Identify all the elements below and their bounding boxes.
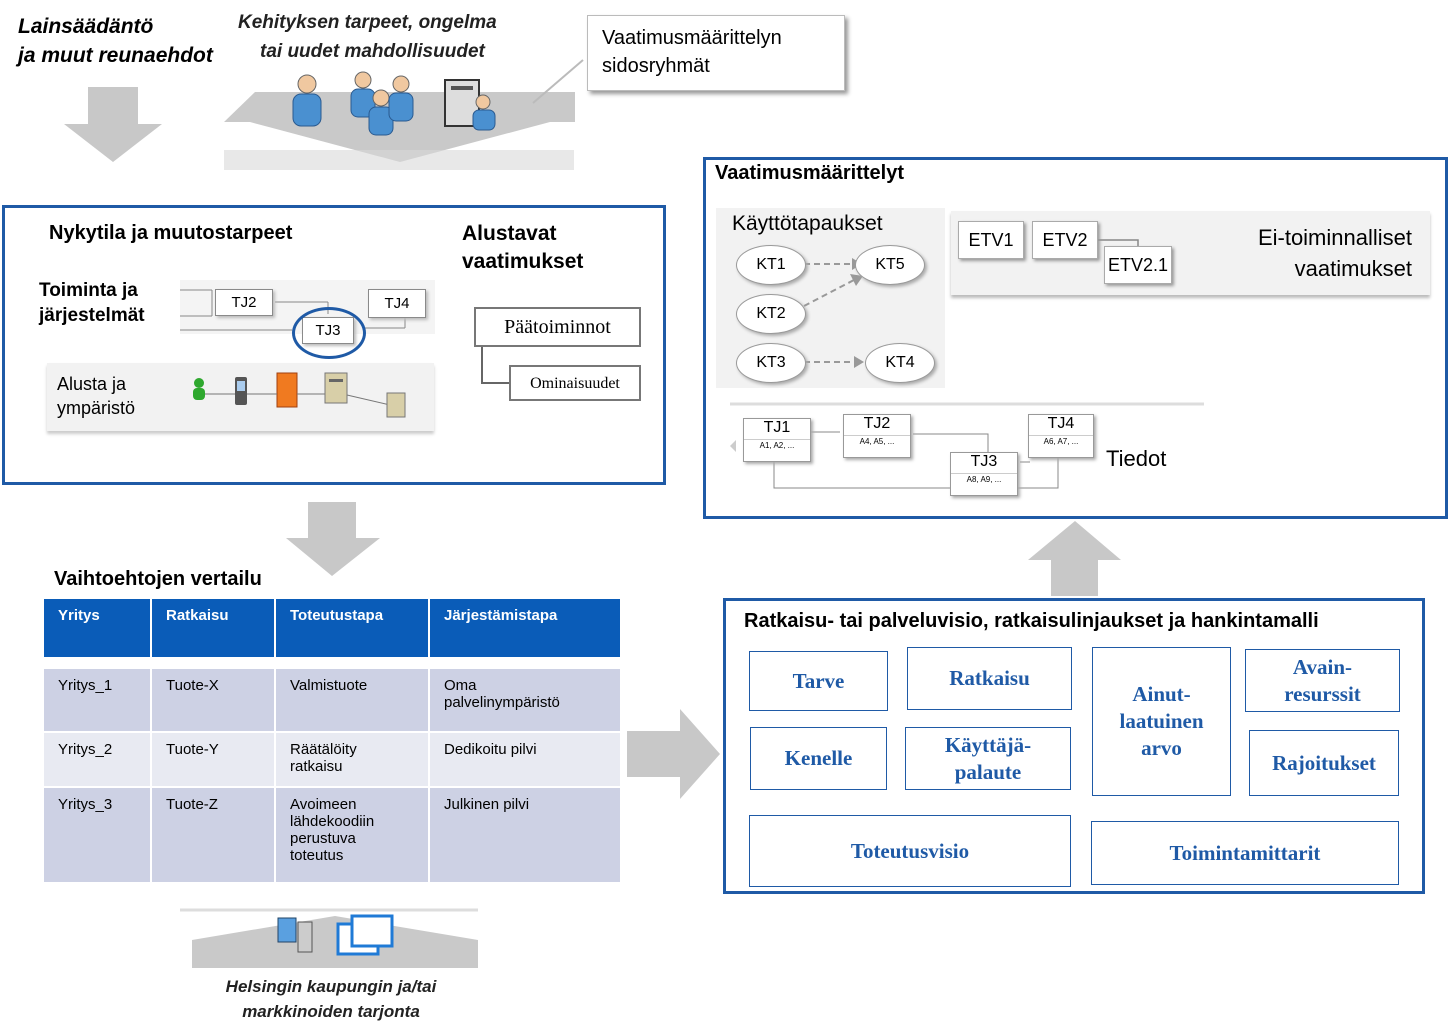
firewall-icon — [276, 372, 298, 408]
vision-kenelle: Kenelle — [750, 727, 887, 790]
table-row: Yritys_2 Tuote-Y Räätälöity ratkaisu Ded… — [42, 731, 622, 788]
server-icon — [324, 372, 348, 404]
etv2-box: ETV2 — [1032, 221, 1098, 259]
use-case-arrows — [803, 258, 864, 368]
nonfunctional-line-2: vaatimukset — [1294, 256, 1412, 281]
platform-icons — [193, 372, 406, 418]
comparison-table: Yritys Ratkaisu Toteutustapa Järjestämis… — [42, 597, 622, 884]
table-row: Yritys_3 Tuote-Z Avoimeen lähdekoodiin p… — [42, 786, 622, 884]
needs-line-1: Kehityksen tarpeet, ongelma — [238, 12, 497, 33]
use-case-kt4: KT4 — [865, 343, 935, 383]
tj2-box: TJ2 — [215, 289, 273, 316]
down-arrow-legislation — [64, 87, 162, 162]
comparison-header-row: Yritys Ratkaisu Toteutustapa Järjestämis… — [42, 597, 622, 659]
data-label: Tiedot — [1106, 446, 1167, 471]
tj4-box: TJ4 — [368, 289, 426, 318]
offering-platform-arrow — [192, 916, 478, 968]
vision-ainutlaatuinen-arvo: Ainut- laatuinen arvo — [1092, 647, 1231, 796]
comparison-title: Vaihtoehtojen vertailu — [54, 568, 262, 590]
main-functions-box: Päätoiminnot — [474, 307, 641, 347]
current-state-title: Nykytila ja muutostarpeet — [49, 222, 293, 244]
cell-solution: Tuote-Z — [150, 786, 276, 884]
legislation-label: Lainsäädäntö ja muut reunaehdot — [18, 12, 213, 70]
vision-tarve: Tarve — [749, 651, 888, 711]
stakeholder-people-icons — [292, 71, 496, 136]
requirements-title: Vaatimusmäärittelyt — [715, 162, 904, 184]
platform-line-2: ympäristö — [57, 398, 136, 418]
group-people-icon — [350, 71, 414, 136]
stakeholders-line-1: Vaatimusmäärittelyn — [602, 27, 782, 49]
cell-implementation: Avoimeen lähdekoodiin perustuva toteutus — [274, 786, 430, 884]
cell-company: Yritys_2 — [42, 731, 152, 788]
use-case-kt3: KT3 — [736, 343, 806, 383]
etv1-box: ETV1 — [958, 221, 1024, 259]
cell-solution: Tuote-Y — [150, 731, 276, 788]
needs-line-2: tai uudet mahdollisuudet — [260, 41, 485, 62]
vision-toimintamittarit: Toimintamittarit — [1091, 821, 1399, 885]
nonfunctional-panel — [951, 211, 1430, 295]
vision-title: Ratkaisu- tai palveluvisio, ratkaisulinj… — [744, 610, 1319, 632]
vision-toteutusvisio: Toteutusvisio — [749, 815, 1071, 887]
table-row: Yritys_1 Tuote-X Valmistuote Oma palveli… — [42, 667, 622, 733]
offering-label: Helsingin kaupungin ja/tai markkinoiden … — [216, 974, 446, 1024]
use-case-kt1: KT1 — [736, 245, 806, 285]
stakeholders-box: Vaatimusmäärittelyn sidosryhmät — [587, 15, 845, 91]
person-icon-1 — [292, 74, 322, 127]
cell-arrangement: Oma palvelinympäristö — [428, 667, 622, 733]
cell-implementation: Räätälöity ratkaisu — [274, 731, 430, 788]
stakeholders-line-2: sidosryhmät — [602, 55, 710, 77]
cell-arrangement: Julkinen pilvi — [428, 786, 622, 884]
cell-solution: Tuote-X — [150, 667, 276, 733]
vision-kayttajapalaute: Käyttäjä- palaute — [905, 727, 1071, 790]
cell-arrangement: Dedikoitu pilvi — [428, 731, 622, 788]
needs-label: Kehityksen tarpeet, ongelma tai uudet ma… — [238, 8, 497, 66]
header-ratkaisu: Ratkaisu — [150, 597, 276, 659]
cell-implementation: Valmistuote — [274, 667, 430, 733]
right-arrow-vision — [627, 709, 720, 799]
prelim-line-2: vaatimukset — [462, 250, 584, 273]
user-icon — [193, 378, 205, 400]
platform-label: Alusta ja ympäristö — [57, 372, 135, 420]
header-toteutustapa: Toteutustapa — [274, 597, 430, 659]
prelim-connector — [481, 345, 510, 384]
header-jarjestamistapa: Järjestämistapa — [428, 597, 622, 659]
etv21-box: ETV2.1 — [1104, 246, 1172, 284]
phone-icon — [235, 377, 247, 405]
use-case-kt5: KT5 — [855, 245, 925, 285]
offering-line-1: Helsingin kaupungin ja/tai — [225, 977, 437, 996]
server-small-icon — [386, 392, 406, 418]
prelim-line-1: Alustavat — [462, 222, 557, 245]
platform-line-1: Alusta ja — [57, 374, 127, 394]
tj3-highlight-ellipse — [292, 307, 366, 359]
up-arrow-requirements — [1028, 521, 1121, 596]
prelim-requirements-title: Alustavat vaatimukset — [462, 220, 583, 276]
operations-line-2: järjestelmät — [39, 305, 145, 326]
operations-label: Toiminta ja järjestelmät — [39, 278, 145, 328]
offering-icons — [277, 914, 394, 956]
vision-ratkaisu: Ratkaisu — [907, 647, 1072, 710]
offering-line-2: markkinoiden tarjonta — [242, 1002, 420, 1021]
use-cases-title: Käyttötapaukset — [732, 212, 883, 235]
computer-network-icon — [277, 917, 313, 953]
nonfunctional-line-1: Ei-toiminnalliset — [1257, 225, 1412, 250]
use-case-kt2: KT2 — [736, 294, 806, 334]
legislation-line-2: ja muut reunaehdot — [18, 44, 213, 67]
vision-avainresurssit: Avain- resurssit — [1245, 649, 1400, 712]
legislation-line-1: Lainsäädäntö — [18, 15, 154, 38]
server-person-icon — [444, 79, 496, 131]
down-arrow-comparison — [286, 502, 380, 576]
cell-company: Yritys_1 — [42, 667, 152, 733]
windows-icon — [336, 914, 394, 956]
cell-company: Yritys_3 — [42, 786, 152, 884]
features-box: Ominaisuudet — [509, 365, 641, 401]
vision-rajoitukset: Rajoitukset — [1249, 730, 1399, 796]
nonfunctional-label: Ei-toiminnalliset vaatimukset — [1232, 222, 1412, 284]
operations-line-1: Toiminta ja — [39, 280, 138, 301]
header-yritys: Yritys — [42, 597, 152, 659]
